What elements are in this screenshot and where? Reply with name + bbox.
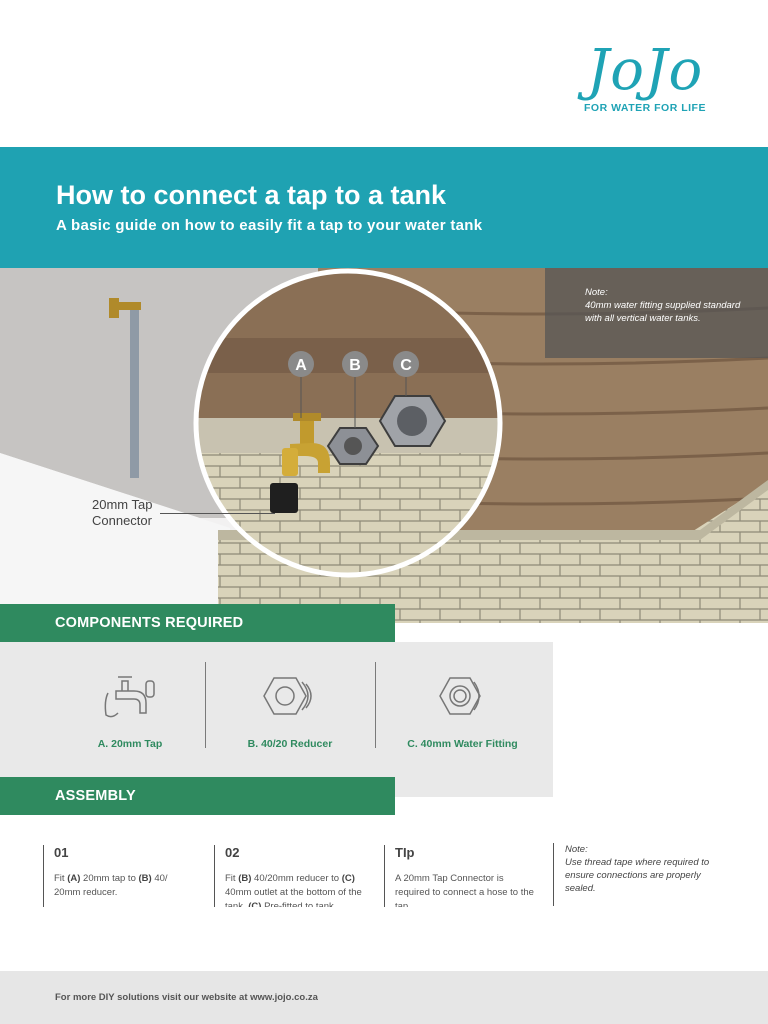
tap-icon	[104, 676, 155, 718]
component-label: B. 40/20 Reducer	[247, 738, 333, 750]
component-label: A. 20mm Tap	[97, 738, 163, 750]
assembly-header-text: ASSEMBLY	[55, 788, 136, 804]
assembly-step-1: 01 Fit (A) 20mm tap to (B) 40/ 20mm redu…	[43, 845, 193, 907]
component-water-fitting: C. 40mm Water Fitting	[390, 662, 535, 762]
marker-b: B	[349, 357, 361, 374]
components-header-text: COMPONENTS REQUIRED	[55, 615, 244, 631]
step-text: Fit (A) 20mm tap to (B) 40/ 20mm reducer…	[54, 873, 168, 898]
component-tap: A. 20mm Tap	[75, 662, 185, 762]
assembly-step-2: 02 Fit (B) 40/20mm reducer to (C) 40mm o…	[214, 845, 364, 907]
step-text: Fit (B) 40/20mm reducer to (C) 40mm outl…	[225, 873, 362, 907]
footer-text: For more DIY solutions visit our website…	[55, 992, 318, 1003]
logo-wordmark: JoJo	[586, 38, 704, 103]
component-label: C. 40mm Water Fitting	[407, 738, 518, 750]
step-number: 01	[54, 845, 69, 860]
marker-c: C	[400, 357, 412, 374]
footer: For more DIY solutions visit our website…	[0, 971, 768, 1024]
assembly-header: ASSEMBLY	[0, 777, 395, 815]
brand-logo: JoJo FOR WATER FOR LIFE	[560, 38, 730, 115]
fitting-note-text: Note: 40mm water fitting supplied standa…	[585, 287, 741, 324]
component-markers: A B C	[288, 351, 419, 428]
components-header: COMPONENTS REQUIRED	[0, 604, 395, 642]
page-title: How to connect a tap to a tank	[56, 180, 447, 210]
component-divider	[205, 662, 206, 748]
assembly-note: Note: Use thread tape where required to …	[553, 843, 733, 906]
reducer-icon	[263, 677, 312, 715]
logo-tagline: FOR WATER FOR LIFE	[584, 102, 706, 114]
tip-label: TIp	[395, 845, 415, 860]
step-number: 02	[225, 845, 240, 860]
tap-connector-leader-line	[160, 513, 275, 514]
tip-text: A 20mm Tap Connector is required to conn…	[395, 873, 534, 907]
assembly-tip: TIp A 20mm Tap Connector is required to …	[384, 845, 534, 907]
water-fitting-icon	[439, 677, 481, 715]
component-reducer: B. 40/20 Reducer	[220, 662, 360, 762]
tap-connector-label: 20mm Tap Connector	[92, 497, 153, 528]
component-divider	[375, 662, 376, 748]
page-subtitle: A basic guide on how to easily fit a tap…	[56, 217, 483, 234]
fitting-note-box: Note: 40mm water fitting supplied standa…	[545, 268, 768, 358]
title-banner: How to connect a tap to a tank A basic g…	[0, 147, 768, 268]
marker-a: A	[295, 357, 307, 374]
components-panel: A. 20mm Tap B. 40/20 Reducer C. 40mm Wat…	[0, 642, 553, 797]
